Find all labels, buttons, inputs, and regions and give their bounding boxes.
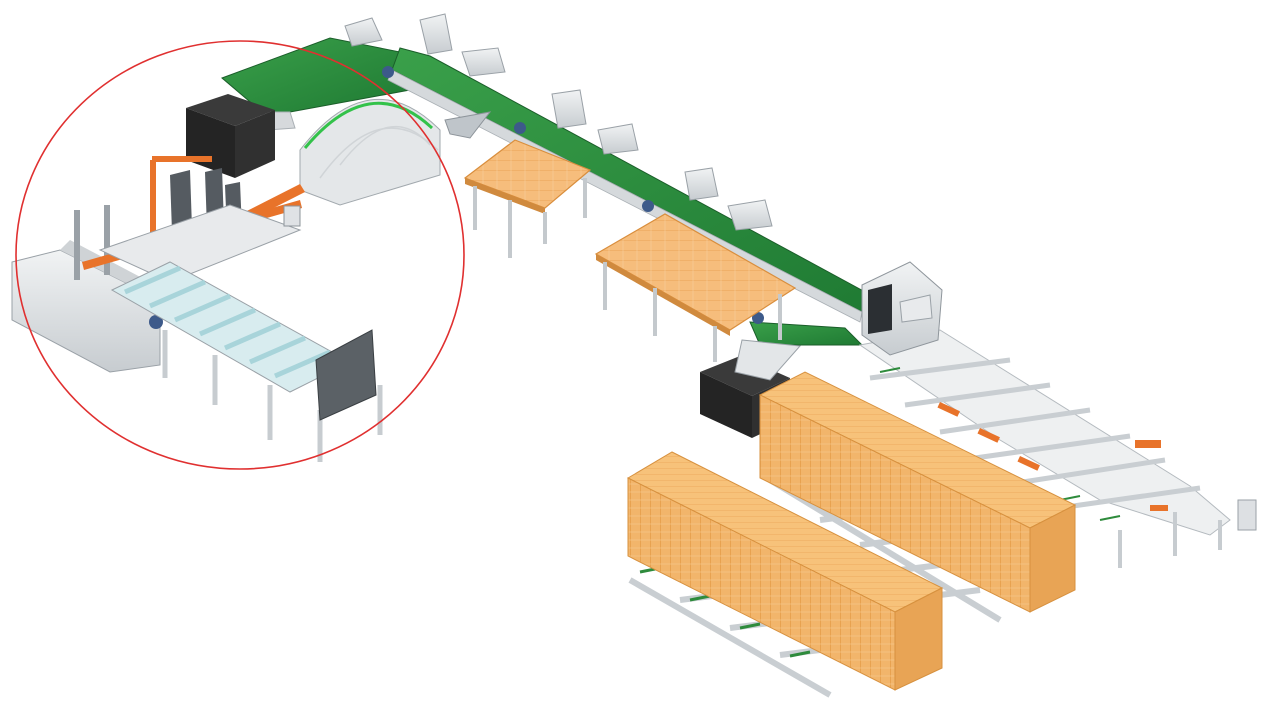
- lumber-buffer-table-upper: [463, 139, 592, 258]
- lumber-stack-front: [626, 451, 944, 698]
- lumber-buffer-table-lower: [594, 213, 797, 362]
- chute: [734, 339, 802, 381]
- optimizing-cross-cut-saw: [861, 261, 943, 356]
- lumber-stack-rear: [758, 371, 1077, 623]
- roller-table: [110, 261, 383, 462]
- stacking-lift-machine: [11, 156, 305, 373]
- highlight-circle: [15, 40, 465, 470]
- scrap-bin-left: [186, 94, 275, 178]
- side-hoppers: [344, 13, 773, 324]
- curved-transfer-hood: [299, 98, 441, 206]
